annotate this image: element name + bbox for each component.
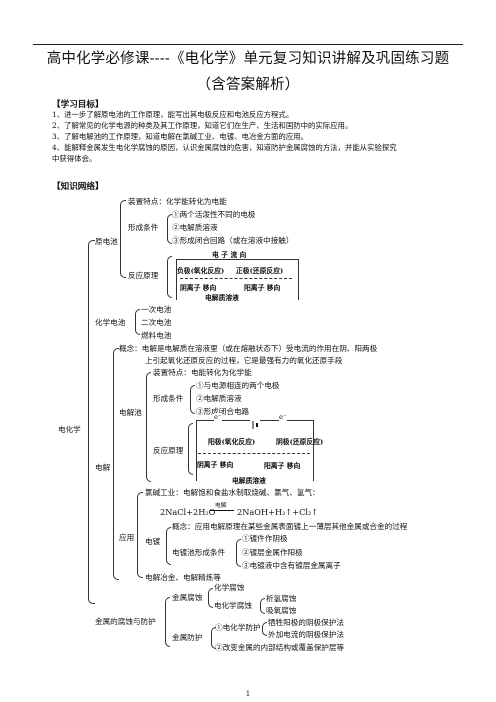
power-source-icon [250,415,260,429]
djc-brace [146,372,151,482]
equation-right: 2NaOH+H₂↑+Cl₂↑ [237,507,319,517]
djc-cond-1: ①与电源相连的两个电极 [196,381,280,390]
diandu-cond-3: ③电镀液中含有镀层金属离子 [242,561,341,570]
electrolytic-anode: 阳极(氧化反应) [208,438,256,446]
ydc-cond-3: ③形成闭合回路（或在溶液中接触） [172,236,294,245]
galvanic-electrolyte: 电解质溶液 [205,294,239,302]
root-label: 电化学 [58,425,81,434]
dianhuaxuefushi: 电化学腐蚀 [214,601,252,610]
top-rule [33,44,463,45]
djc-zhuangzhi: 装置特点：电能转化为化学能 [153,368,252,377]
ydc-cond-brace [167,214,172,244]
electrolytic-divider [198,453,310,454]
ydc-cond-2: ②电解质溶液 [172,223,218,232]
waijia: 外加电流的阴极保护法 [268,630,344,639]
djc-cond-3: ③形成闭合电路 [196,407,250,416]
electrolytic-electrolyte: 电解质溶液 [232,477,266,485]
hxdc-2: 二次电池 [141,318,172,327]
galvanic-box [176,259,299,300]
diandu-gainian: 概念：应用电解原理在某些金属表面镀上一薄层其他金属或合金的过程 [172,522,408,531]
dianjie-label: 电解 [95,463,111,472]
fushi-brace [165,597,170,647]
diandu-label: 电镀 [145,537,161,546]
electrolytic-anion: 阴离子 移向 [197,461,234,469]
dj-dianjiechi: 电解池 [119,408,142,417]
diandu-brace [166,527,171,565]
hxdc-1: 一次电池 [141,305,172,314]
galvanic-cathode: 正极(还原反应) [236,267,284,275]
djc-fanying-brace [188,423,193,475]
objective-4-cont: 中获得体会。 [52,154,97,163]
yejin: 电解冶金、电解精炼等 [145,573,221,582]
network-heading: 【知识网络】 [52,182,104,192]
dhxfh: ①电化学防护 [215,623,261,632]
ydc-cond-1: ①两个活泼性不同的电极 [172,210,256,219]
gaibian: ②改变金属的内部结构或覆盖保护层等 [215,643,345,652]
diandu-cond-brace [236,539,241,567]
electrolytic-e-right: e⁻ [279,413,287,421]
diandu-cond-1: ①镀件作阴极 [242,534,288,543]
ydc-fanying: 反应原理 [128,271,159,280]
ydc-xingcheng: 形成条件 [128,223,159,232]
objective-2: 2、了解常见的化学电源的种类及其工作原理，知道它们在生产、生活和国防中的实际应用… [52,121,353,130]
ydc-zhuangzhi: 装置特点：化学能转化为电能 [128,197,227,206]
galvanic-divider [180,278,292,279]
dj-yingyong: 应用 [119,533,135,542]
galvanic-anion: 阴离子 移向 [180,284,217,292]
djc-cond-2: ②电解质溶液 [196,394,242,403]
title-line-1: 高中化学必修课----《电化学》单元复习知识讲解及巩固练习题 [46,51,450,67]
djc-cond-brace [190,385,195,414]
objective-1: 1、进一步了解原电池的工作原理，能写出其电极反应和电池反应方程式。 [52,110,294,119]
hxdc-brace [135,309,140,335]
electrolytic-e-left: e⁻ [214,413,222,421]
equation-left: 2NaCl+2H₂O [160,507,216,517]
galvanic-anode: 负极(氧化反应) [177,267,225,275]
equation-arrow [210,510,234,511]
jinshufushi: 金属腐蚀 [172,593,203,602]
djc-fanying: 反应原理 [153,446,184,455]
diandu-xingcheng: 电镀池形成条件 [172,548,226,557]
electrolytic-cation: 阳离子 移向 [264,462,301,470]
hxdc-label: 化学电池 [95,318,126,327]
dhxfs-brace [260,598,265,614]
galvanic-cation: 阳离子 移向 [244,284,281,292]
diandu-cond-2: ②镀层金属作阳极 [242,548,303,557]
galvanic-electron-flow: 电 子 流 向 [212,251,247,259]
dj-gainian: 概念：电解是电解质在溶液里（或在熔融状态下）受电流的作用在阴、阳两极 [119,344,378,353]
xiyang: 吸氧腐蚀 [266,606,297,615]
yuandianchi-label: 原电池 [95,237,118,246]
djc-xingcheng: 形成条件 [153,394,184,403]
yuandianchi-brace [120,200,126,278]
huaxuefushi: 化学腐蚀 [214,583,245,592]
objective-3: 3、了解电解池的工作原理，知道电解在氯碱工业、电镀、电冶金方面的应用。 [52,132,308,141]
root-brace [88,240,95,604]
objectives-heading: 【学习目标】 [52,100,104,110]
page-number: 1 [245,690,251,698]
jsfs-brace [208,588,213,608]
electrolytic-cathode: 阴极(还原反应) [276,438,324,446]
dhxfh-brace [262,622,267,636]
ydc-fanying-brace [167,256,172,298]
xisheng: 牺牲阳极的阴极保护法 [268,618,344,627]
jsfh-brace [211,627,216,649]
fushi-label: 金属的腐蚀与防护 [95,617,156,626]
yingyong-brace [137,492,143,578]
jinshufanghu: 金属防护 [172,633,203,642]
title-line-2: （含答案解析） [196,77,300,93]
equation-condition: 电解 [215,503,227,509]
lvjian: 氯碱工业：电解饱和食盐水制取烧碱、氯气、氢气： [145,488,320,497]
dianjie-brace [113,348,119,580]
xiqing: 析氢腐蚀 [266,594,297,603]
hxdc-3: 燃料电池 [141,331,172,340]
dj-gainian2: 上引起氧化还原反应的过程，它是最强有力的氧化还原手段 [145,356,343,365]
objective-4: 4、能解释金属发生电化学腐蚀的原因，认识金属腐蚀的危害，知道防护金属腐蚀的方法，… [52,143,397,152]
